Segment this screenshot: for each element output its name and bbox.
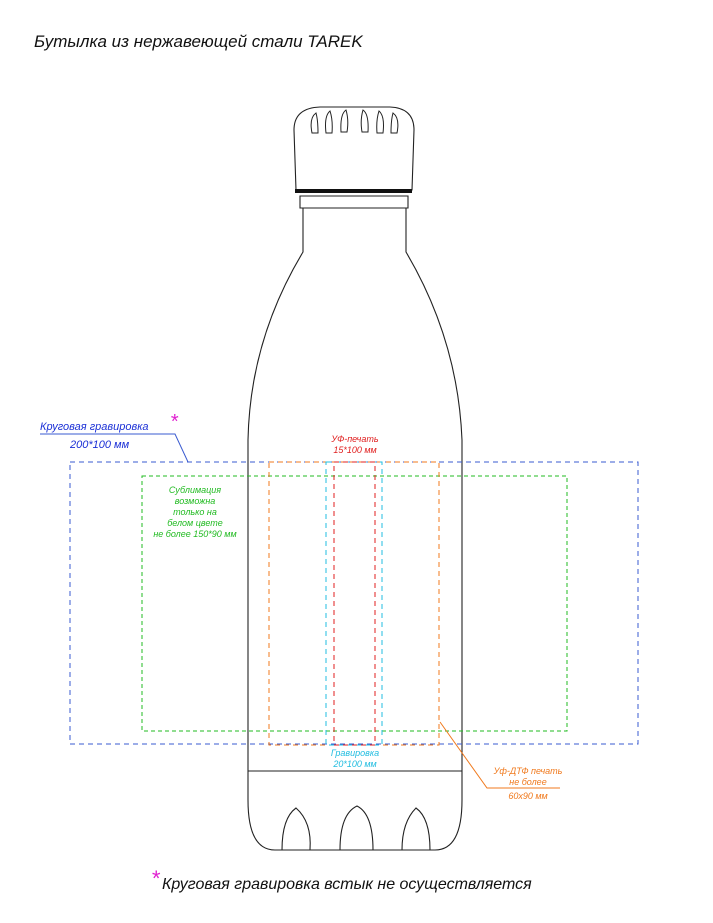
neck-ring [299,195,409,209]
circular-engraving-size: 200*100 мм [69,439,130,451]
engraving-size: 20*100 мм [332,759,376,769]
bottle-cap [293,106,415,191]
footnote-text: Круговая гравировка встык не осуществляе… [162,876,532,893]
page-title: Бутылка из нержавеющей стали TAREK [34,32,363,51]
footnote-asterisk: * [151,866,161,891]
circular-engraving-zone: Круговая гравировка * 200*100 мм [40,411,639,745]
sublimation-line5: не более 150*90 мм [153,529,236,539]
uv-print-zone: УФ-печать 15*100 мм [330,434,379,746]
sublimation-line1: Сублимация [169,485,221,495]
cap-ribs [310,109,399,134]
sublimation-line4: белом цвете [167,518,223,528]
uv-dtf-zone: Уф-ДТФ печать не более 60х90 мм [268,461,563,801]
uv-print-size: 15*100 мм [333,445,376,455]
uv-dtf-label: Уф-ДТФ печать [493,766,563,776]
circular-engraving-asterisk: * [170,411,179,433]
bottom-ribs [281,805,431,851]
sublimation-line2: возможна [175,496,216,506]
uv-dtf-line2: не более [509,777,546,787]
engraving-label: Гравировка [331,748,379,758]
circular-engraving-label: Круговая гравировка [40,421,149,433]
bottle-outline [247,106,463,851]
sublimation-zone: Сублимация возможна только на белом цвет… [141,475,568,732]
bottle-body [247,208,463,851]
uv-print-label: УФ-печать [330,434,378,444]
uv-dtf-size: 60х90 мм [508,791,547,801]
sublimation-line3: только на [173,507,217,517]
